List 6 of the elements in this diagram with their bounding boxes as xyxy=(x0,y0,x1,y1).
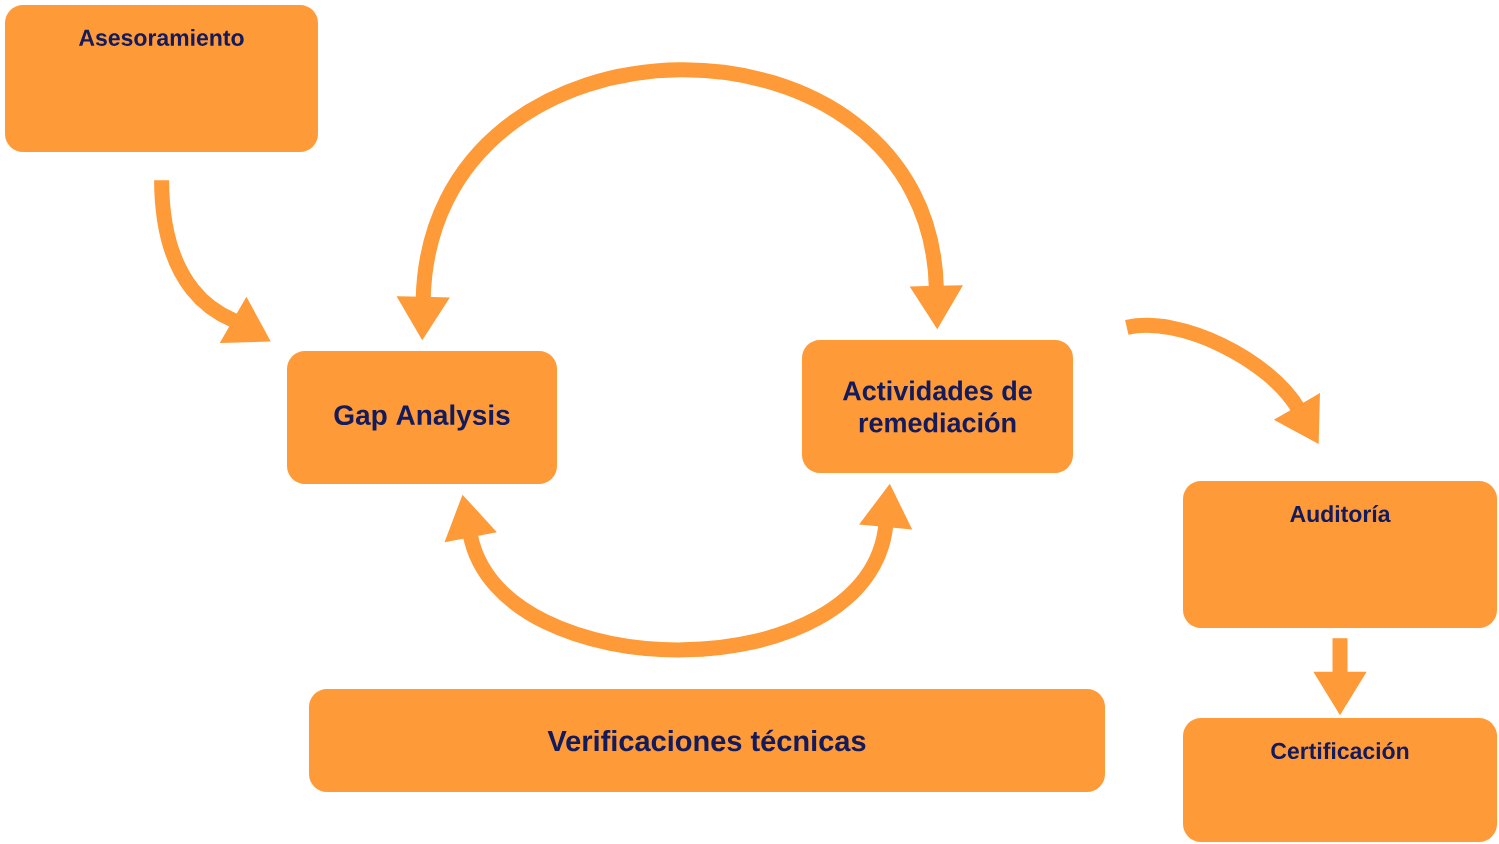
process-box: Actividades de remediación xyxy=(802,340,1073,473)
process-box: Verificaciones técnicas xyxy=(309,689,1105,792)
process-box: Auditoría xyxy=(1183,481,1497,628)
process-box: Certificación xyxy=(1183,718,1497,842)
process-box: Gap Analysis xyxy=(287,351,557,484)
process-box: Asesoramiento xyxy=(5,5,318,152)
